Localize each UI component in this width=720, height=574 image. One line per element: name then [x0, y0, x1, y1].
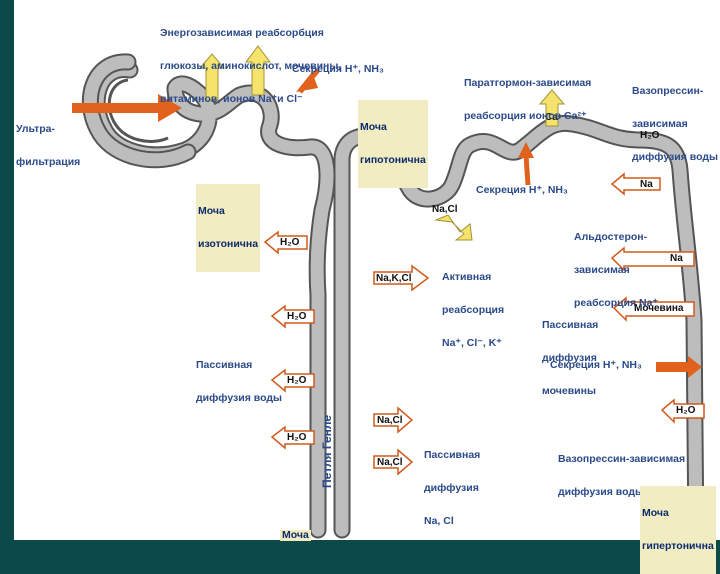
nacl-line-1: Пассивная [424, 449, 481, 461]
nacl-line-2: диффузия [424, 482, 479, 494]
secretion-low-label: Секреция H⁺, NH₃ [550, 359, 642, 371]
reabsorption-arrow-1 [198, 53, 226, 101]
aldosterone-label: Альдостерон- зависимая реабсорция Na⁺ [574, 210, 658, 331]
slide-frame [14, 0, 720, 540]
urine-hypo-line-1: Моча [360, 121, 387, 133]
vaso-top-line-1: Вазопрессин- [632, 85, 704, 97]
h2o-box-1: H₂O [280, 237, 300, 248]
urine-hypotonic-label: Моча гипотонична [358, 100, 428, 188]
pth-label: Паратгормон-зависимая реабсорция ионов C… [464, 56, 591, 144]
energy-reabs-line-2: глюкозы, аминокислот, мочевины, [160, 60, 342, 72]
energy-reabsorption-label: Энергозависимая реабсорбция глюкозы, ами… [160, 6, 341, 127]
active-line-3: Na⁺, Cl⁻, K⁺ [442, 337, 502, 349]
active-line-1: Активная [442, 271, 492, 283]
loop-henle-label: Петля Генле [320, 414, 334, 488]
active-line-2: реабсорция [442, 304, 505, 316]
active-reabsorption-arrow [434, 214, 473, 241]
ultra-line-1: Ультра- [16, 123, 55, 135]
secretion-mid-label: Секреция H⁺, NH₃ [476, 184, 568, 196]
secretion-arrow-top [296, 68, 320, 94]
calcium-arrow [538, 89, 566, 127]
urine-hyper-line-2: гипертонична [642, 540, 714, 552]
h2o-right-box-2: H₂O [676, 405, 696, 416]
ultra-line-2: фильтрация [16, 156, 81, 168]
vaso-top-line-3: диффузия воды [632, 151, 718, 163]
urine-iso-line-2: изотонична [198, 238, 259, 250]
pth-line-1: Паратгормон-зависимая [464, 77, 592, 89]
bowman-capsule [81, 53, 197, 169]
aldo-line-1: Альдостерон- [574, 231, 648, 243]
urine-bottom-label: Моча [280, 529, 311, 541]
na-box-1: Na [640, 179, 653, 190]
aldo-line-2: зависимая [574, 264, 630, 276]
diagram-canvas: H₂O H₂O H₂O H₂O Na,K,Cl Na,Cl Na,Cl Na,C… [14, 0, 720, 574]
nacl-line-3: Na, Cl [424, 515, 454, 527]
vasopressin-low-label: Вазопрессин-зависимая диффузия воды [558, 432, 685, 520]
urea-line-3: мочевины [542, 385, 596, 397]
passive-water-label: Пассивная диффузия воды [196, 338, 282, 426]
ultrafiltration-arrow [72, 94, 182, 122]
urine-isotonic-label: Моча изотонична [196, 184, 261, 272]
secretion-top-label: Секреция H⁺, NH₃ [292, 63, 384, 75]
secretion-arrow-low [656, 356, 702, 378]
vaso-top-line-2: зависимая [632, 118, 688, 130]
vaso-low-line-1: Вазопрессин-зависимая [558, 453, 686, 465]
nacl-free-label: Na,Cl [432, 204, 458, 215]
nakcl-box: Na,K,Cl [376, 273, 412, 284]
water-line-1: Пассивная [196, 359, 253, 371]
ultrafiltration-label: Ультра- фильтрация [16, 102, 80, 190]
water-line-2: диффузия воды [196, 392, 282, 404]
urine-hypo-line-2: гипотонична [360, 154, 426, 166]
h2o-box-3: H₂O [287, 375, 307, 386]
aldo-line-3: реабсорция Na⁺ [574, 297, 659, 309]
ca-label: Ca [545, 112, 558, 123]
pth-line-2: реабсорция ионов Ca²⁺ [464, 110, 587, 122]
urine-hyper-line-1: Моча [642, 507, 669, 519]
urea-line-2: диффузия [542, 352, 597, 364]
active-reabsorption-label: Активная реабсорция Na⁺, Cl⁻, K⁺ [442, 250, 504, 371]
urea-box: Мочевина [634, 303, 684, 314]
urea-line-1: Пассивная [542, 319, 599, 331]
passive-nacl-label: Пассивная диффузия Na, Cl [424, 428, 480, 549]
vasopressin-top-label: Вазопрессин- зависимая диффузия воды [632, 64, 718, 185]
h2o-right-label: H₂O [640, 130, 660, 141]
reabsorption-arrow-2 [245, 45, 271, 96]
urine-hypertonic-label: Моча гипертонична [640, 486, 716, 574]
secretion-arrow-mid [518, 142, 534, 186]
energy-reabs-line-1: Энергозависимая реабсорбция [160, 27, 324, 39]
nacl-box-2: Na,Cl [377, 457, 403, 468]
na-box-2: Na [670, 253, 683, 264]
h2o-box-2: H₂O [287, 311, 307, 322]
passive-urea-label: Пассивная диффузия мочевины [542, 298, 598, 419]
vaso-low-line-2: диффузия воды [558, 486, 644, 498]
energy-reabs-line-3: витаминов, ионов Na⁺и Cl⁻ [160, 93, 303, 105]
urine-iso-line-1: Моча [198, 205, 225, 217]
h2o-box-4: H₂O [287, 432, 307, 443]
nacl-box-1: Na,Cl [377, 415, 403, 426]
